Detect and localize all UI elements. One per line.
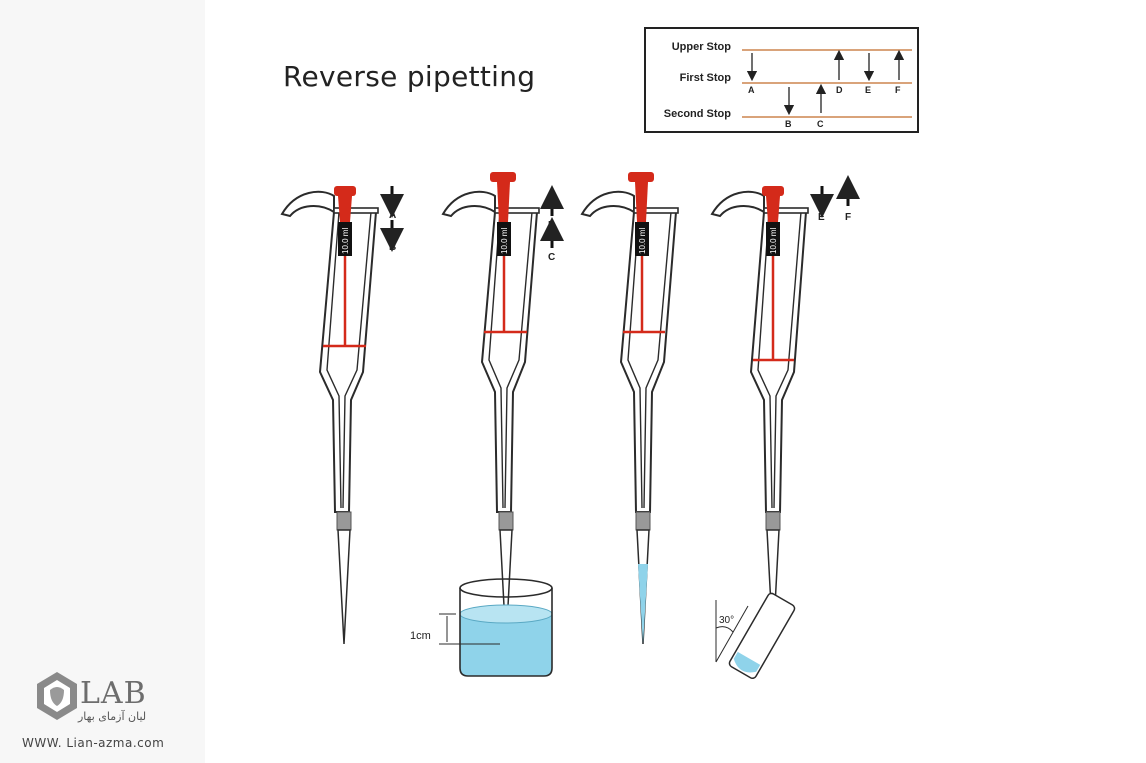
step-label-a: A bbox=[389, 210, 396, 221]
pipette-2: 10.0 ml D C 1cm bbox=[410, 172, 564, 677]
legend-label-e: E bbox=[865, 85, 871, 95]
tip-cone bbox=[635, 511, 651, 531]
step-label-c: C bbox=[548, 252, 555, 263]
step-label-e: E bbox=[818, 212, 825, 223]
tip-liquid bbox=[638, 564, 648, 644]
pipette-tip bbox=[766, 529, 780, 645]
page-title: Reverse pipetting bbox=[283, 60, 536, 93]
legend-label-f: F bbox=[895, 85, 901, 95]
legend-label-c: C bbox=[817, 119, 824, 129]
legend-label-b: B bbox=[785, 119, 792, 129]
legend-label-a: A bbox=[748, 85, 755, 95]
volume-label: 10.0 ml bbox=[500, 228, 509, 254]
volume-label: 10.0 ml bbox=[638, 228, 647, 254]
tip-cone bbox=[765, 511, 781, 531]
volume-display bbox=[766, 222, 780, 256]
pipette-1: 10.0 ml A B bbox=[280, 186, 404, 645]
volume-display bbox=[338, 222, 352, 256]
legend-first-stop: First Stop bbox=[680, 72, 732, 84]
legend-second-stop: Second Stop bbox=[664, 108, 732, 120]
step-label-f: F bbox=[845, 212, 851, 223]
logo-text: LAB bbox=[80, 676, 147, 711]
legend-upper-stop: Upper Stop bbox=[672, 41, 732, 53]
angle-label: 30° bbox=[719, 615, 734, 626]
volume-display bbox=[497, 222, 511, 256]
depth-label: 1cm bbox=[410, 630, 431, 642]
website-link[interactable]: WWW. Lian-azma.com bbox=[22, 736, 165, 750]
plunger-button bbox=[628, 172, 654, 182]
pipette-tip bbox=[499, 529, 513, 645]
step-label-b: B bbox=[389, 242, 396, 253]
tip-cone bbox=[498, 511, 514, 531]
stop-legend: Upper Stop First Stop Second Stop A B C … bbox=[644, 27, 919, 133]
volume-label: 10.0 ml bbox=[341, 228, 350, 254]
finger-hook bbox=[441, 190, 496, 218]
finger-hook bbox=[710, 190, 765, 218]
logo-subtitle: لیان آزمای بهار bbox=[78, 710, 147, 723]
logo-mark bbox=[37, 672, 77, 720]
volume-display bbox=[635, 222, 649, 256]
pipette-3: 10.0 ml bbox=[580, 172, 679, 645]
plunger-button bbox=[334, 186, 356, 196]
volume-label: 10.0 ml bbox=[769, 228, 778, 254]
plunger-button bbox=[762, 186, 784, 196]
plunger-button bbox=[490, 172, 516, 182]
finger-hook bbox=[580, 190, 635, 218]
tip-cone bbox=[336, 511, 352, 531]
tilted-tube bbox=[728, 592, 796, 680]
pipette-tip bbox=[337, 529, 351, 645]
legend-label-d: D bbox=[836, 85, 843, 95]
beaker bbox=[459, 578, 553, 677]
finger-hook bbox=[280, 190, 335, 218]
left-panel bbox=[0, 0, 205, 763]
pipette-4: 10.0 ml E F 30° bbox=[710, 175, 860, 680]
